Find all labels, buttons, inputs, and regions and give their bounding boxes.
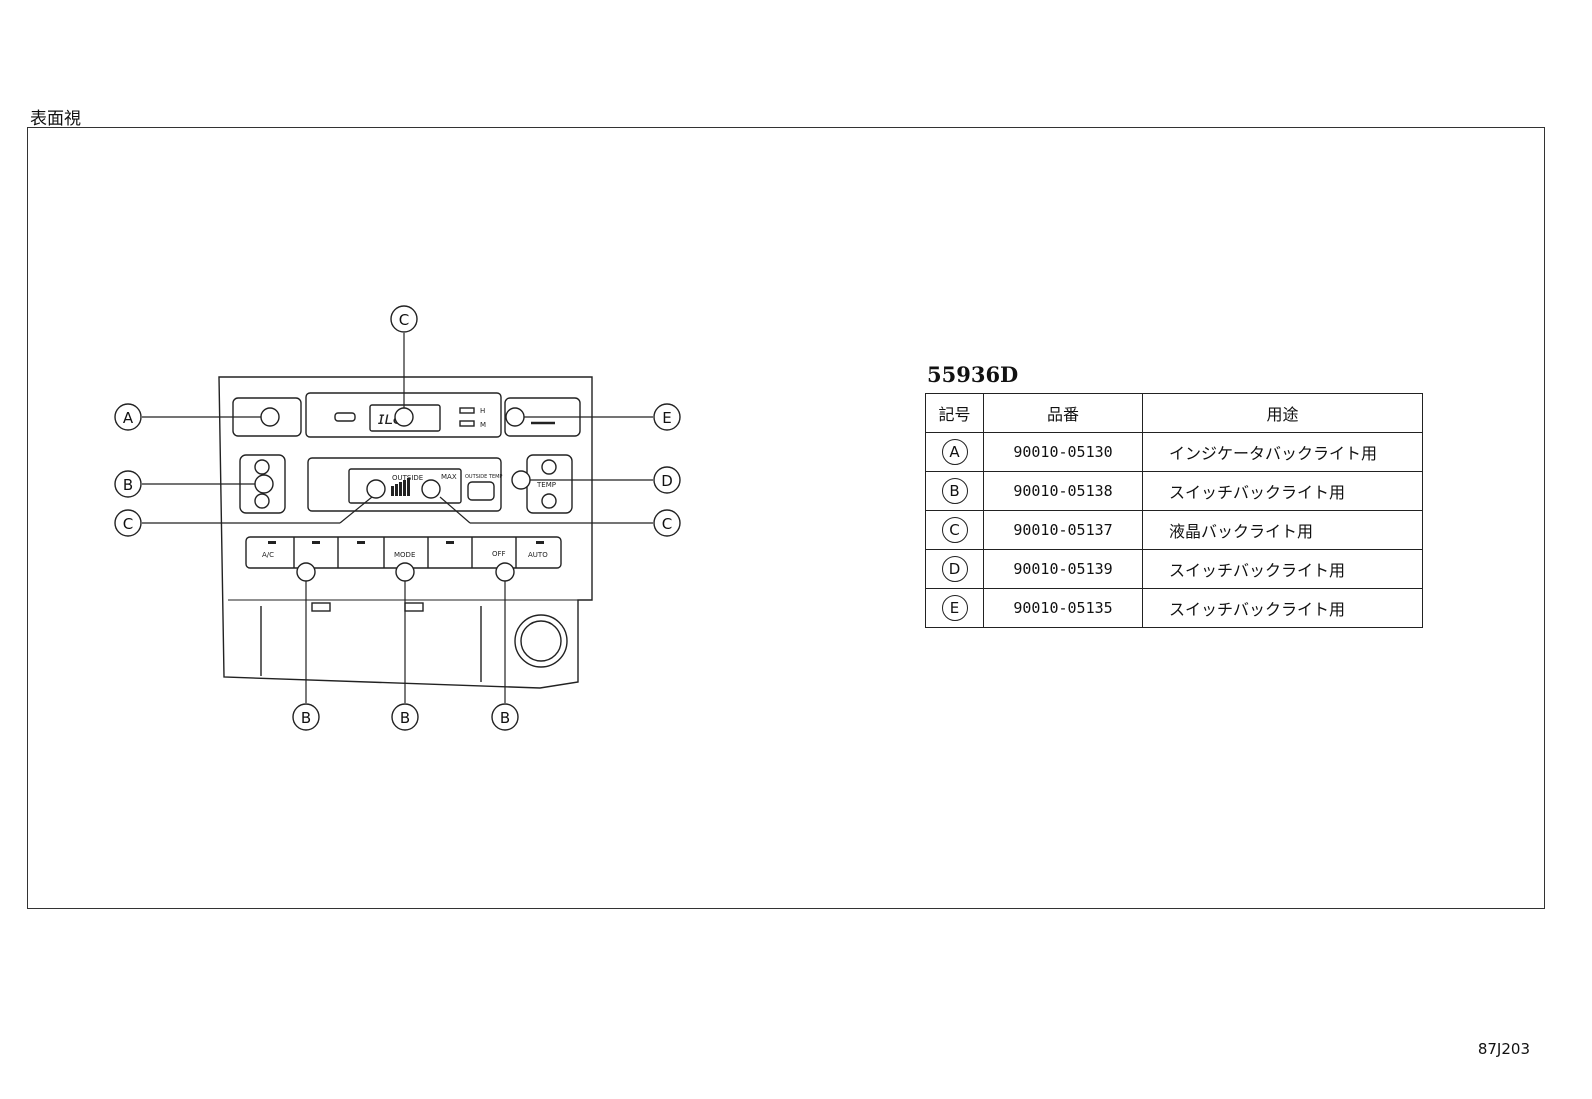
usage-cell: スイッチバックライト用: [1142, 588, 1423, 628]
callout-d: D: [661, 472, 673, 490]
symbol-badge: A: [941, 439, 968, 465]
callout-b-bottom-2: B: [400, 709, 410, 727]
outside-label: OUTSIDE: [392, 474, 423, 482]
h-label: H: [480, 407, 485, 415]
table-row: B 90010-05138 スイッチバックライト用: [925, 471, 1423, 511]
max-label: MAX: [441, 473, 457, 481]
callout-a: A: [123, 409, 134, 427]
reference-code: 87J203: [1477, 1040, 1530, 1058]
part-number-cell: 90010-05139: [983, 549, 1143, 589]
callout-b-left: B: [123, 476, 133, 494]
table-header-row: 記号 品番 用途: [925, 393, 1423, 433]
temp-label: TEMP: [536, 481, 556, 489]
m-label: M: [480, 421, 486, 429]
part-number-cell: 90010-05137: [983, 510, 1143, 550]
part-code: 55936D: [927, 362, 1019, 387]
fan-off-label: OFF: [492, 550, 506, 558]
ac-label: A/C: [262, 551, 274, 559]
callout-c-right: C: [662, 515, 672, 533]
usage-cell: スイッチバックライト用: [1142, 549, 1423, 589]
header-symbol: 記号: [925, 393, 984, 433]
callout-b-bottom-3: B: [500, 709, 510, 727]
header-part-number: 品番: [983, 393, 1143, 433]
part-number-cell: 90010-05138: [983, 471, 1143, 511]
callout-e: E: [662, 409, 671, 427]
usage-cell: インジケータバックライト用: [1142, 432, 1423, 472]
callout-c-top: C: [399, 311, 409, 329]
table-row: C 90010-05137 液晶バックライト用: [925, 510, 1423, 550]
callout-c-left: C: [123, 515, 133, 533]
mode-label: MODE: [394, 551, 415, 559]
table-row: D 90010-05139 スイッチバックライト用: [925, 549, 1423, 589]
callout-b-bottom-1: B: [301, 709, 311, 727]
header-usage: 用途: [1142, 393, 1423, 433]
part-number-cell: 90010-05130: [983, 432, 1143, 472]
symbol-badge: E: [941, 595, 968, 621]
view-label: 表面視: [30, 109, 81, 129]
part-number-cell: 90010-05135: [983, 588, 1143, 628]
symbol-badge: B: [941, 478, 968, 504]
outside-temp-label: OUTSIDE TEMP: [465, 474, 502, 480]
usage-cell: 液晶バックライト用: [1142, 510, 1423, 550]
diagram-frame: [27, 127, 1545, 909]
table-row: E 90010-05135 スイッチバックライト用: [925, 588, 1423, 628]
parts-table: 記号 品番 用途 A 90010-05130 インジケータバックライト用 B 9…: [925, 393, 1423, 628]
symbol-badge: C: [941, 517, 968, 543]
auto-label: AUTO: [528, 551, 548, 559]
table-row: A 90010-05130 インジケータバックライト用: [925, 432, 1423, 472]
symbol-badge: D: [941, 556, 968, 582]
usage-cell: スイッチバックライト用: [1142, 471, 1423, 511]
